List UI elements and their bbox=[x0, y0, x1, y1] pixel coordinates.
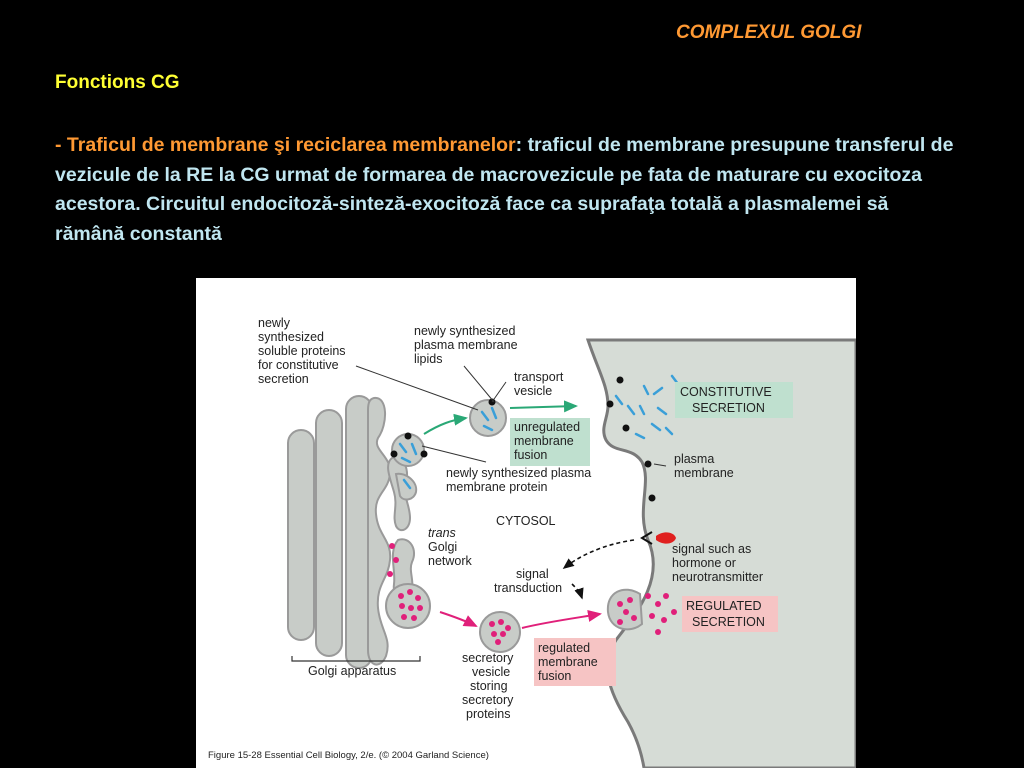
label-secretory-1: secretory bbox=[462, 651, 514, 665]
figure-diagram: newly synthesized soluble proteins for c… bbox=[208, 316, 856, 768]
label-tgn-2: Golgi bbox=[428, 540, 457, 554]
arrow-to-transport-vesicle bbox=[423, 413, 468, 435]
label-regulated-2: SECRETION bbox=[692, 615, 765, 629]
bullet-dash: - bbox=[55, 134, 67, 156]
label-membrane-protein-2: membrane protein bbox=[446, 480, 547, 494]
section-heading: Fonctions CG bbox=[55, 72, 180, 93]
signal-molecule bbox=[656, 532, 676, 544]
leader-lines bbox=[355, 365, 667, 467]
constitutive-secretion-box bbox=[675, 382, 793, 418]
regulated-secretion-box bbox=[682, 596, 778, 632]
label-secretory-4: secretory bbox=[462, 693, 514, 707]
label-secretory-2: vesicle bbox=[472, 665, 510, 679]
term-colon: : bbox=[515, 134, 528, 156]
regulated-fusion-box bbox=[534, 638, 616, 686]
label-unregulated-2: membrane bbox=[514, 434, 574, 448]
unregulated-fusion-box bbox=[510, 418, 590, 466]
label-golgi-apparatus: Golgi apparatus bbox=[308, 664, 396, 678]
label-soluble-proteins-1: newly bbox=[258, 316, 291, 330]
label-transduction-1: signal bbox=[516, 567, 549, 581]
label-soluble-proteins-3: soluble proteins bbox=[258, 344, 346, 358]
label-secretory-5: proteins bbox=[466, 707, 510, 721]
highlighted-term: Traficul de membrane şi reciclarea membr… bbox=[66, 134, 516, 156]
label-tgn-3: network bbox=[428, 554, 473, 568]
secretory-granules bbox=[387, 543, 677, 645]
label-membrane-protein-1: newly synthesized plasma bbox=[446, 466, 591, 480]
figure-caption: Figure 15-28 Essential Cell Biology, 2/e… bbox=[208, 750, 489, 761]
label-soluble-proteins-2: synthesized bbox=[258, 330, 324, 344]
label-reg-fusion-2: membrane bbox=[538, 655, 598, 669]
arrow-signal-transduction bbox=[562, 539, 635, 569]
label-constitutive-2: SECRETION bbox=[692, 401, 765, 415]
membrane-proteins bbox=[398, 374, 692, 490]
label-soluble-proteins-5: secretion bbox=[258, 372, 309, 386]
label-transduction-2: transduction bbox=[494, 581, 562, 595]
label-signal-2: hormone or bbox=[672, 556, 736, 570]
tgn-vesicles bbox=[385, 433, 431, 629]
label-reg-fusion-3: fusion bbox=[538, 669, 571, 683]
label-soluble-proteins-4: for constitutive bbox=[258, 358, 339, 372]
label-lipids-3: lipids bbox=[414, 352, 443, 366]
label-transport-vesicle-2: vesicle bbox=[514, 384, 552, 398]
label-constitutive-1: CONSTITUTIVE bbox=[680, 385, 772, 399]
label-signal-1: signal such as bbox=[672, 542, 751, 556]
label-lipids-1: newly synthesized bbox=[414, 324, 515, 338]
extracellular-space bbox=[585, 338, 856, 768]
label-reg-fusion-1: regulated bbox=[538, 641, 590, 655]
slide-title: COMPLEXUL GOLGI bbox=[676, 22, 862, 43]
secretory-vesicle bbox=[479, 611, 521, 653]
label-plasma-membrane-2: membrane bbox=[674, 466, 734, 480]
body-paragraph: - Traficul de membrane şi reciclarea mem… bbox=[55, 131, 955, 249]
arrow-to-secretory-vesicle bbox=[439, 611, 478, 627]
arrow-transduction-to-fusion bbox=[571, 583, 584, 600]
golgi-apparatus-bracket bbox=[291, 656, 421, 662]
label-tgn-1: trans bbox=[428, 526, 456, 540]
label-cytosol: CYTOSOL bbox=[496, 514, 556, 528]
golgi-secretion-figure: newly synthesized soluble proteins for c… bbox=[196, 278, 856, 768]
golgi-stack bbox=[287, 395, 416, 669]
label-unregulated-3: fusion bbox=[514, 448, 547, 462]
label-signal-3: neurotransmitter bbox=[672, 570, 763, 584]
arrow-to-regulated-fusion bbox=[521, 610, 602, 629]
receptor bbox=[640, 531, 653, 545]
arrow-to-constitutive-fusion bbox=[509, 400, 578, 413]
label-transport-vesicle-1: transport bbox=[514, 370, 564, 384]
label-secretory-3: storing bbox=[470, 679, 508, 693]
body-text: traficul de membrane presupune transferu… bbox=[55, 134, 954, 245]
label-unregulated-1: unregulated bbox=[514, 420, 580, 434]
label-lipids-2: plasma membrane bbox=[414, 338, 518, 352]
label-regulated-1: REGULATED bbox=[686, 599, 761, 613]
label-plasma-membrane-1: plasma bbox=[674, 452, 714, 466]
